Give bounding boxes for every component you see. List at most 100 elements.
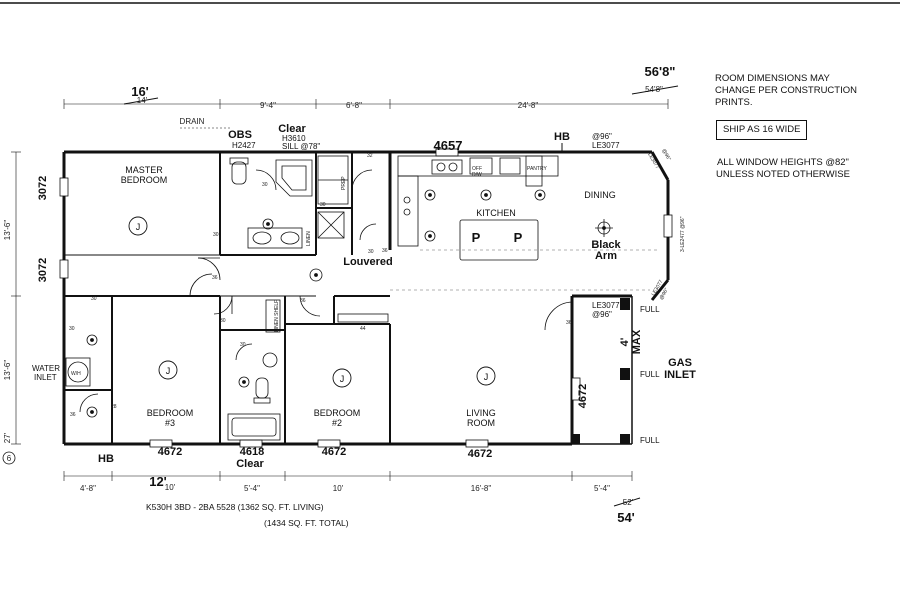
hw-hose-bib-bottom: HB	[98, 453, 114, 465]
hw-clear-top: Clear	[278, 123, 306, 135]
hw-max-2: MAX	[631, 329, 643, 354]
label-linen: LINEN	[306, 231, 312, 246]
door-size-11: 30	[240, 342, 246, 348]
hw-strike-overall	[631, 85, 679, 95]
door-size-4: 30	[320, 202, 326, 208]
caption-model: K530H 3BD - 2BA 5528 (1362 SQ. FT. LIVIN…	[146, 502, 324, 512]
room-living-line2: ROOM	[467, 418, 495, 428]
section-marker-circle	[2, 451, 16, 465]
hw-black-arm-1: Black	[591, 239, 621, 251]
label-le3077-mid-2: @96"	[592, 310, 612, 319]
hw-bottom-width: 12'	[149, 474, 167, 489]
door-size-14: 36	[382, 248, 388, 254]
hw-window-4672-c: 4672	[468, 448, 492, 460]
room-labels: MASTER BEDROOM KITCHEN DINING BEDROOM #3…	[121, 165, 616, 428]
fan-symbol-bedroom2: J	[340, 374, 345, 384]
hw-clear-bottom: Clear	[236, 458, 264, 470]
label-le3077-corner-2: @96"	[660, 148, 672, 162]
door-size-1: 32	[367, 153, 373, 159]
label-water-2: INLET	[34, 373, 57, 382]
note-window-heights-line2: UNLESS NOTED OTHERWISE	[716, 169, 850, 180]
door-size-6: 36	[212, 275, 218, 281]
fixture-labels: H2427 H3610 SILL @78" @96" LE3077 LE3077…	[32, 132, 686, 445]
label-full-3: FULL	[640, 436, 660, 445]
hw-window-4672-a: 4672	[158, 446, 182, 458]
dim-top-3: 24'-8"	[518, 101, 539, 110]
note-window-heights: ALL WINDOW HEIGHTS @82" UNLESS NOTED OTH…	[716, 157, 850, 181]
ceiling-lights	[86, 189, 613, 418]
hw-overall: 56'8"	[645, 64, 676, 79]
label-le3077-top-1: @96"	[592, 132, 612, 141]
hw-hose-bib-top: HB	[554, 131, 570, 143]
dim-left-3: 27'	[3, 432, 12, 443]
label-le2477: 3-LE2477 @96"	[680, 216, 686, 252]
dim-left-1: 13'-6"	[3, 220, 12, 241]
section-marker: 6	[7, 454, 12, 463]
room-kitchen: KITCHEN	[476, 208, 516, 218]
dim-top-1: 9'-4"	[260, 101, 276, 110]
hw-window-4672-b: 4672	[322, 446, 346, 458]
fan-symbol-bedroom3: J	[166, 366, 171, 376]
hw-window-3072b: 3072	[37, 258, 49, 282]
note-room-dimensions-line3: PRINTS.	[715, 97, 753, 108]
label-sill: SILL @78"	[282, 142, 320, 151]
interior-walls	[64, 152, 391, 444]
room-bedroom3-line1: BEDROOM	[147, 408, 194, 418]
dimension-labels: 9'-4" 6'-8" 24'-8" 4'-8" 5'-4" 10' 16'-8…	[3, 101, 610, 493]
label-off-1: OFF	[472, 166, 482, 172]
label-water-1: WATER	[32, 364, 60, 373]
door-size-7: 30	[91, 296, 97, 302]
hw-window-3072a: 3072	[37, 176, 49, 200]
label-pantry: PANTRY	[527, 166, 547, 172]
note-window-heights-line1: ALL WINDOW HEIGHTS @82"	[716, 157, 849, 168]
label-full-2: FULL	[640, 370, 660, 379]
hw-top-width: 16'	[131, 84, 149, 99]
room-bedroom3-line2: #3	[165, 418, 175, 428]
door-size-16: 36	[70, 412, 76, 418]
label-h3610: H3610	[282, 134, 306, 143]
hw-obs: OBS	[228, 129, 252, 141]
hw-strike-bottom	[613, 497, 641, 507]
dim-bottom-1: 4'-8"	[80, 484, 96, 493]
room-living-line1: LIVING	[466, 408, 496, 418]
pendant-symbol-1: P	[472, 230, 481, 245]
ceiling-fans	[128, 216, 496, 388]
handwritten-notes: 16' 14' 56'8" 54'8" OBS Clear 4657 HB 30…	[37, 64, 696, 525]
fan-symbol-living: J	[484, 372, 489, 382]
posts	[572, 298, 630, 444]
fan-symbol-master: J	[136, 222, 141, 232]
dimension-lines	[11, 99, 669, 481]
label-le3077-top-2: LE3077	[592, 141, 620, 150]
note-ship-wide: SHIP AS 16 WIDE	[716, 120, 808, 140]
label-le3077-side-2: @96"	[659, 287, 671, 301]
hw-max-1: 4'	[619, 337, 631, 346]
room-bedroom2-line2: #2	[332, 418, 342, 428]
hw-overall-printed: 54'8"	[645, 85, 663, 94]
room-dining: DINING	[584, 190, 616, 200]
hw-black-arm-2: Arm	[595, 250, 617, 262]
hw-louvered: Louvered	[343, 256, 393, 268]
hw-gas-1: GAS	[668, 357, 692, 369]
door-size-13: 36	[566, 320, 572, 326]
pendant-symbol-2: P	[514, 230, 523, 245]
note-room-dimensions: ROOM DIMENSIONS MAY CHANGE PER CONSTRUCT…	[715, 73, 857, 109]
room-master-line2: BEDROOM	[121, 175, 168, 185]
room-bedroom2-line1: BEDROOM	[314, 408, 361, 418]
dim-bottom-3: 10'	[333, 484, 344, 493]
label-le3077-mid-1: LE3077	[592, 301, 620, 310]
door-size-8: 30	[69, 326, 75, 332]
label-off-2: D/W	[472, 172, 482, 178]
door-sizes: 32 30 30 30 30 36 30 30 36 30 30 28 36 3…	[69, 153, 572, 418]
label-full-1: FULL	[640, 305, 660, 314]
fixtures	[65, 155, 559, 441]
hw-window-4618: 4618	[240, 446, 264, 458]
note-room-dimensions-line1: ROOM DIMENSIONS MAY	[715, 73, 830, 84]
drain-label: DRAIN	[180, 117, 205, 126]
ceiling-fan-labels: J J J J P P	[136, 222, 523, 384]
door-size-10: 30	[220, 318, 226, 324]
note-room-dimensions-line2: CHANGE PER CONSTRUCTION	[715, 85, 857, 96]
door-size-12: 28	[111, 404, 117, 410]
door-size-3: 30	[262, 182, 268, 188]
hw-window-4672-side: 4672	[577, 384, 589, 408]
